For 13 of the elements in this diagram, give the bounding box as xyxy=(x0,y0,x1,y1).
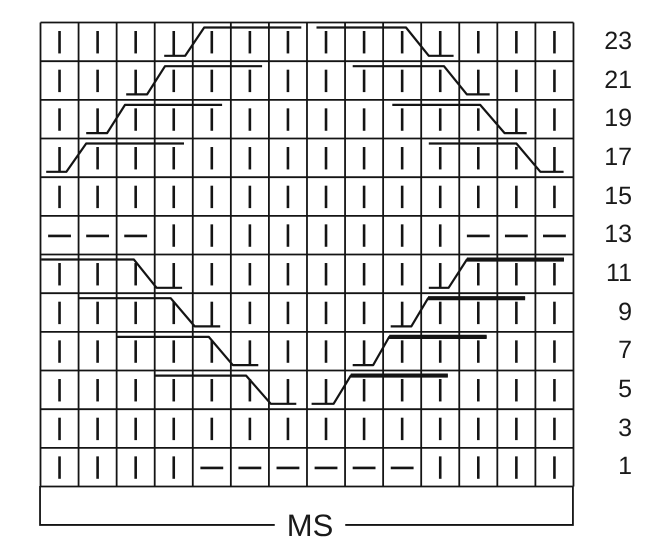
row-number: 23 xyxy=(604,28,632,54)
row-number: 19 xyxy=(604,106,632,132)
row-number: 17 xyxy=(604,144,632,170)
row-number: 13 xyxy=(604,222,632,248)
row-number: 15 xyxy=(604,184,632,208)
row-number: 11 xyxy=(606,260,632,286)
row-number: 7 xyxy=(618,338,632,364)
row-number: 5 xyxy=(618,376,632,402)
row-number: 3 xyxy=(618,416,632,441)
row-number: 1 xyxy=(618,454,632,480)
row-number: 9 xyxy=(618,300,632,325)
bracket-label: MS xyxy=(286,510,334,540)
row-number: 21 xyxy=(604,68,632,92)
